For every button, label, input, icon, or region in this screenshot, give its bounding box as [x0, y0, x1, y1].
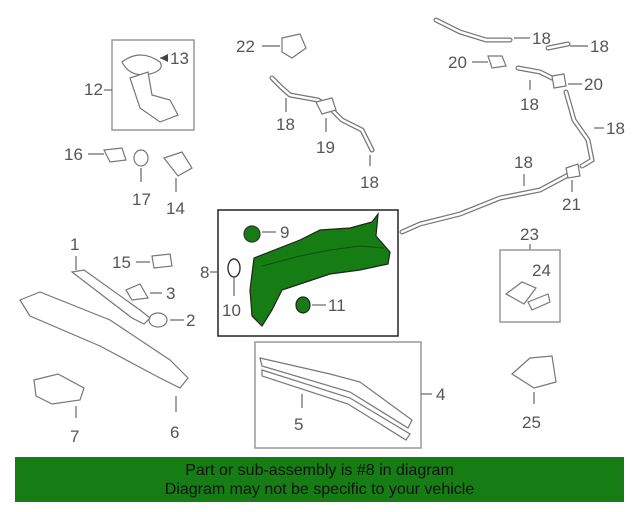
group-box-23 [499, 249, 561, 323]
callout-1: 1 [70, 235, 79, 254]
part-9-cap[interactable] [243, 225, 261, 243]
part-21-connector[interactable] [565, 163, 581, 179]
callout-22: 22 [236, 37, 255, 56]
part-11-grommet[interactable] [295, 296, 311, 314]
callout-16: 16 [64, 145, 83, 164]
callout-18-c: 18 [532, 29, 551, 48]
arrow-13 [160, 54, 168, 62]
part-25-bracket[interactable] [511, 355, 557, 389]
part-2-nut-cover[interactable] [148, 312, 168, 328]
callout-12: 12 [84, 80, 103, 99]
callout-3: 3 [166, 284, 175, 303]
part-4-wiper-blade[interactable] [259, 357, 413, 429]
callout-9: 9 [280, 223, 289, 242]
part-15-nozzle[interactable] [151, 253, 173, 269]
callout-7: 7 [70, 427, 79, 446]
banner-line-1: Part or sub-assembly is #8 in diagram [185, 461, 454, 479]
part-23-sensor[interactable] [504, 281, 537, 305]
part-14-pump[interactable] [163, 151, 193, 177]
callout-18-f: 18 [606, 119, 625, 138]
callout-18-b: 18 [360, 173, 379, 192]
part-10-seal[interactable] [227, 258, 241, 278]
callout-4: 4 [436, 385, 445, 404]
callout-2: 2 [186, 311, 195, 330]
part-1-wiper-arm[interactable] [70, 269, 151, 325]
callout-6: 6 [170, 423, 179, 442]
part-17-grommet[interactable] [133, 149, 149, 167]
part-20-joint-a[interactable] [487, 55, 507, 69]
callout-10: 10 [222, 301, 241, 320]
part-22-clip[interactable] [281, 33, 307, 59]
group-box-12 [111, 39, 195, 131]
callout-11: 11 [328, 296, 346, 315]
callout-18-d: 18 [590, 37, 609, 56]
part-13-gasket [121, 54, 162, 76]
callout-18-e: 18 [520, 95, 539, 114]
callout-18-a: 18 [276, 115, 295, 134]
part-5-blade-insert[interactable] [261, 369, 411, 441]
part-8-washer-reservoir[interactable] [249, 211, 391, 327]
part-6-linkage[interactable] [19, 291, 189, 389]
callout-15: 15 [112, 253, 131, 272]
callout-13: 13 [170, 49, 189, 68]
callout-19: 19 [316, 138, 335, 157]
part-7-wiper-motor[interactable] [33, 373, 85, 405]
callout-17: 17 [132, 190, 151, 209]
callout-24: 24 [532, 261, 551, 280]
group-box-4 [254, 341, 422, 449]
callout-14: 14 [166, 199, 185, 218]
info-banner: Part or sub-assembly is #8 in diagram Di… [15, 457, 624, 502]
part-19-connector[interactable] [315, 97, 337, 115]
callout-23: 23 [520, 225, 539, 244]
callout-21: 21 [562, 195, 581, 214]
callout-20-b: 20 [584, 75, 603, 94]
part-3-cap[interactable] [125, 283, 149, 301]
callout-5: 5 [294, 415, 303, 434]
washer-system-parts-diagram: 13 12 22 16 17 14 18 19 18 18 18 20 18 2… [19, 17, 625, 449]
banner-line-2: Diagram may not be specific to your vehi… [164, 480, 475, 498]
part-16-nozzle[interactable] [103, 147, 127, 163]
part-24-seal[interactable] [527, 293, 551, 311]
part-12-filler-neck[interactable] [129, 71, 179, 123]
part-20-joint-b[interactable] [551, 73, 567, 89]
callout-25: 25 [522, 413, 541, 432]
callout-8: 8 [200, 263, 209, 282]
callout-18-g: 18 [514, 153, 533, 172]
callout-20-a: 20 [448, 53, 467, 72]
